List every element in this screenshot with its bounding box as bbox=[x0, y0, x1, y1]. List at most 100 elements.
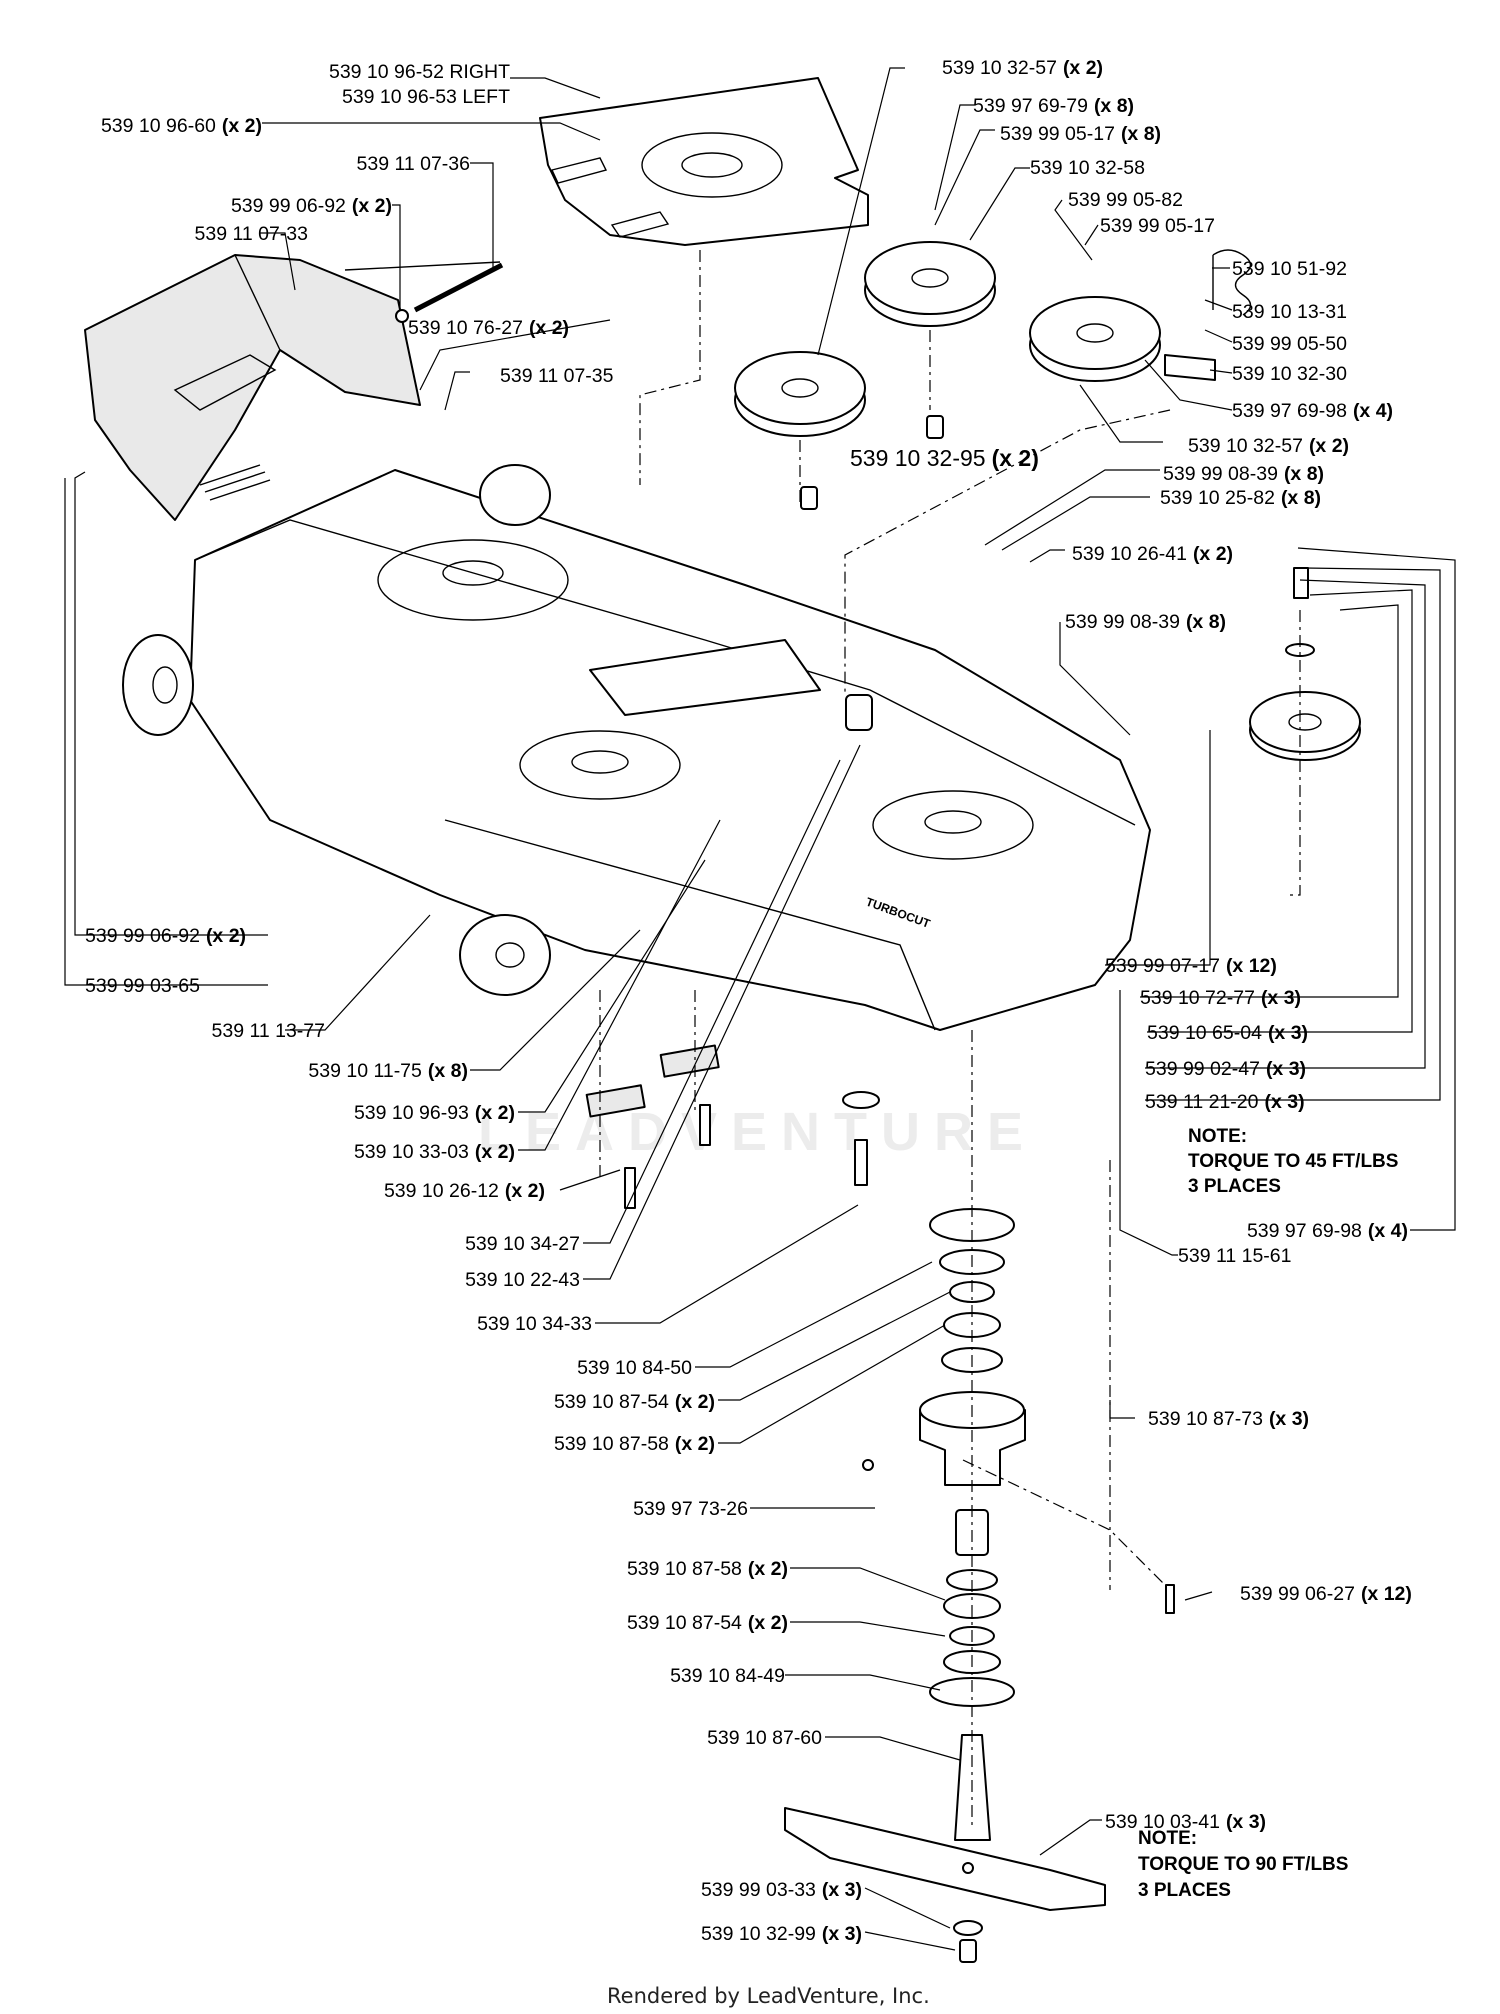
footer-credit: Rendered by LeadVenture, Inc. bbox=[607, 1984, 930, 2008]
part-quantity: (x 8) bbox=[1186, 611, 1226, 633]
part-number: 539 99 05-50 bbox=[1232, 333, 1347, 355]
part-quantity: (x 8) bbox=[1121, 123, 1161, 145]
note-90-line-3: 3 PLACES bbox=[1138, 1880, 1231, 1901]
part-quantity: (x 8) bbox=[1281, 487, 1321, 509]
part-label: 539 11 21-20(x 3) bbox=[1145, 1091, 1305, 1113]
part-number: 539 97 69-98 bbox=[1232, 400, 1347, 422]
part-number: 539 10 87-58 bbox=[554, 1433, 669, 1455]
part-number: 539 99 03-65 bbox=[85, 975, 200, 997]
part-label: 539 10 76-27 (x 2) bbox=[408, 317, 569, 339]
part-number: 539 10 34-27 bbox=[465, 1233, 580, 1255]
part-label: 539 99 06-92 (x 2) bbox=[231, 195, 392, 217]
part-number: 539 10 25-82 bbox=[1160, 487, 1275, 509]
part-quantity: (x 8) bbox=[1284, 463, 1324, 485]
part-number: 539 10 87-60 bbox=[707, 1727, 822, 1749]
part-number: 539 99 05-82 bbox=[1068, 189, 1183, 211]
part-label: 539 99 08-39(x 8) bbox=[1163, 463, 1324, 485]
hardware bbox=[585, 415, 1315, 1614]
part-label: 539 10 33-03(x 2) bbox=[354, 1141, 515, 1163]
part-quantity: (x 2) bbox=[206, 925, 246, 947]
part-number: 539 11 07-35 bbox=[500, 365, 614, 387]
part-label: 539 10 65-04(x 3) bbox=[1147, 1022, 1308, 1044]
part-number: 539 10 84-50 bbox=[577, 1357, 692, 1379]
part-number: 539 10 51-92 bbox=[1232, 258, 1347, 280]
center-lines bbox=[599, 250, 1301, 1830]
part-number: 539 10 87-73 bbox=[1148, 1408, 1263, 1430]
part-number: 539 99 08-39 bbox=[1065, 611, 1180, 633]
part-quantity: (x 8) bbox=[428, 1060, 468, 1082]
part-label: 539 10 96-93(x 2) bbox=[354, 1102, 515, 1124]
part-number: 539 10 33-03 bbox=[354, 1141, 469, 1163]
part-labels: 539 10 96-52 RIGHT 539 10 96-53 LEFT 539 1… bbox=[85, 57, 1412, 1945]
part-label: 539 11 13-77 bbox=[212, 1020, 326, 1042]
part-label: 539 99 06-27(x 12) bbox=[1240, 1583, 1412, 1605]
part-label: 539 97 73-26 bbox=[633, 1498, 748, 1520]
part-label: 539 10 51-92 bbox=[1232, 258, 1347, 280]
part-quantity: (x 3) bbox=[1266, 1058, 1306, 1080]
mower-blade bbox=[784, 1807, 1106, 1963]
part-number: 539 10 76-27 bbox=[408, 317, 523, 339]
part-label: 539 10 22-43 bbox=[465, 1269, 580, 1291]
leader-lines bbox=[64, 67, 1456, 1951]
part-number: 539 10 96-93 bbox=[354, 1102, 469, 1124]
illustration: TURBOCUT bbox=[84, 77, 1361, 1963]
part-number: 539 10 32-57 bbox=[1188, 435, 1303, 457]
part-label: 539 10 32-57(x 2) bbox=[942, 57, 1103, 79]
part-label: 539 10 84-50 bbox=[577, 1357, 692, 1379]
part-label: 539 99 06-92(x 2) bbox=[85, 925, 246, 947]
torque-note-45: NOTE: TORQUE TO 45 FT/LBS 3 PLACES bbox=[1188, 1126, 1398, 1197]
part-label: 539 10 32-58 bbox=[1030, 157, 1145, 179]
part-quantity: (x 3) bbox=[1269, 1408, 1309, 1430]
part-label: 539 10 87-54 (x 2) bbox=[554, 1391, 715, 1413]
part-label: 539 10 96-53 LEFT bbox=[342, 86, 510, 108]
part-number: 539 99 05-17 bbox=[1000, 123, 1115, 145]
part-number: 539 99 06-27 bbox=[1240, 1583, 1355, 1605]
part-number: 539 99 06-92 bbox=[231, 195, 346, 217]
part-label: 539 99 05-82 bbox=[1068, 189, 1183, 211]
part-number: 539 11 07-33 bbox=[195, 223, 309, 245]
part-quantity: (x 2) bbox=[352, 195, 392, 217]
part-number: 539 10 96-52 RIGHT bbox=[329, 61, 510, 83]
part-number: 539 10 32-58 bbox=[1030, 157, 1145, 179]
part-label: 539 10 87-58(x 2) bbox=[627, 1558, 788, 1580]
part-number: 539 10 96-60 bbox=[101, 115, 216, 137]
part-label: 539 99 08-39 (x 8) bbox=[1065, 611, 1226, 633]
part-number: 539 99 02-47 bbox=[1145, 1058, 1260, 1080]
note-45-line-2: TORQUE TO 45 FT/LBS bbox=[1188, 1151, 1398, 1172]
part-label: 539 10 32-99(x 3) bbox=[701, 1923, 862, 1945]
part-number: 539 10 26-12 bbox=[384, 1180, 499, 1202]
part-label: 539 11 15-61 bbox=[1178, 1245, 1292, 1267]
part-label: 539 10 32-30 bbox=[1232, 363, 1347, 385]
part-label: 539 99 03-33(x 3) bbox=[701, 1879, 862, 1901]
part-label: 539 10 96-52 RIGHT bbox=[329, 61, 510, 83]
part-quantity: (x 2) bbox=[529, 317, 569, 339]
part-label: 539 99 02-47 (x 3) bbox=[1145, 1058, 1306, 1080]
part-number: 539 11 13-77 bbox=[212, 1020, 326, 1042]
part-number: 539 99 05-17 bbox=[1100, 215, 1215, 237]
part-number: 539 10 03-41 bbox=[1105, 1811, 1220, 1833]
part-number: 539 99 07-17 bbox=[1105, 955, 1220, 977]
part-quantity: (x 8) bbox=[1094, 95, 1134, 117]
part-quantity: (x 2) bbox=[675, 1391, 715, 1413]
part-number: 539 10 34-33 bbox=[477, 1313, 592, 1335]
part-quantity: (x 3) bbox=[1226, 1811, 1266, 1833]
part-label: 539 11 07-33 bbox=[195, 223, 309, 245]
belt-cover-plate bbox=[539, 77, 869, 246]
part-quantity: (x 2) bbox=[222, 115, 262, 137]
part-quantity: (x 2) bbox=[1193, 543, 1233, 565]
chute-rod bbox=[199, 262, 504, 501]
part-number: 539 11 15-61 bbox=[1178, 1245, 1292, 1267]
part-number: 539 10 26-41 bbox=[1072, 543, 1187, 565]
part-label: 539 97 69-79(x 8) bbox=[973, 95, 1134, 117]
part-label: 539 10 87-60 bbox=[707, 1727, 822, 1749]
part-label: 539 10 84-49 bbox=[670, 1665, 785, 1687]
part-quantity: (x 3) bbox=[822, 1879, 862, 1901]
part-number: 539 10 87-54 bbox=[554, 1391, 669, 1413]
part-label: 539 10 32-95(x 2) bbox=[850, 445, 1039, 471]
watermark: LEADVENTURE bbox=[478, 1102, 1023, 1162]
part-label: 539 11 07-36 bbox=[357, 153, 471, 175]
part-quantity: (x 2) bbox=[1309, 435, 1349, 457]
part-label: 539 10 72-77(x 3) bbox=[1140, 987, 1301, 1009]
part-label: 539 10 87-54(x 2) bbox=[627, 1612, 788, 1634]
